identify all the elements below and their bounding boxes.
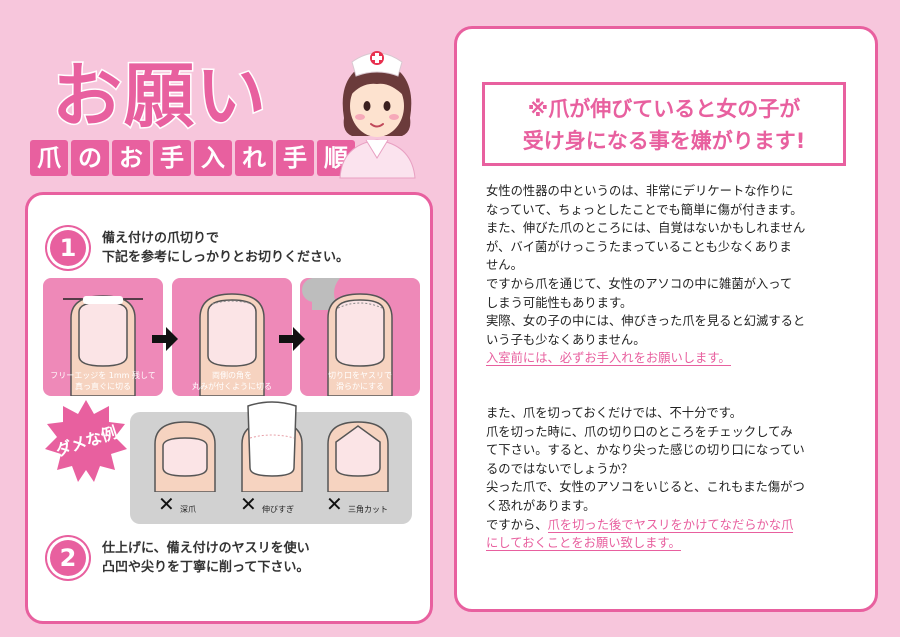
step-number-2: 2 [50,540,86,576]
body-line: いう子も少なくありません。 [486,332,646,347]
nurse-illustration [339,51,416,179]
bad-label-3: 三角カット [348,505,388,514]
step1-line1: 備え付けの爪切りで [102,231,220,246]
headline-line2: 受け身になる事を嫌がります! [522,129,806,153]
finger-bad-2 [241,401,303,492]
body-text: ですから、 [486,517,548,532]
highlight-text: にしておくことをお願い致します。 [486,536,681,552]
finger-illustration-3 [302,278,393,396]
subtitle-char: お [112,140,150,176]
good-caption-2: 両側の角を 丸みが付くように切る [172,370,292,392]
step-number-1: 1 [50,230,86,266]
paragraph-2: また、爪を切っておくだけでは、不十分です。 爪を切った時に、爪の切り口のところを… [486,404,856,553]
body-line: ですから爪を通じて、女性のアソコの中に雑菌が入って [486,276,793,291]
finger-bad-3 [327,421,389,492]
body-line: 爪を切った時に、爪の切り口のところをチェックしてみ [486,424,793,439]
body-line: また、伸びた爪のところには、自覚はないかもしれません [486,221,806,236]
subtitle-char: れ [235,140,273,176]
x-mark-icon: ✕ [158,492,175,516]
step2-line2: 凸凹や尖りを丁寧に削って下さい。 [102,560,310,575]
bad-label-1: 深爪 [180,505,196,514]
caption-line: 切り口をヤスリで [328,371,392,380]
caption-line: フリーエッジを 1mm 残して [50,371,156,380]
step1-line2: 下記を参考にしっかりとお切りください。 [102,250,350,265]
caption-line: 滑らかにする [335,382,385,391]
body-line: なっていて、ちょっとしたことでも簡単に傷が付きます。 [486,202,803,217]
step1-text: 備え付けの爪切りで 下記を参考にしっかりとお切りください。 [102,229,349,267]
body-line: 実際、女の子の中には、伸びきった爪を見ると幻滅すると [486,314,806,329]
body-line: せん。 [486,258,523,273]
subtitle-char: 手 [153,140,191,176]
finger-bad-1 [154,421,216,492]
body-line: 尖った爪で、女性のアソコをいじると、これもまた傷がつ [486,480,805,495]
subtitle-char: 爪 [30,140,68,176]
bad-label-2: 伸びすぎ [262,505,294,514]
caption-line: 両側の角を [212,371,252,380]
body-line: が、バイ菌がけっこうたまっていることも少なくありま [486,239,792,254]
subtitle-char: の [71,140,109,176]
paragraph-1: 女性の性器の中というのは、非常にデリケートな作りに なっていて、ちょっとしたこと… [486,182,856,368]
body-line: しまう可能性もあります。 [486,295,633,310]
highlight-text: 爪を切った後でヤスリをかけてなだらかな爪 [547,517,794,533]
step2-text: 仕上げに、備え付けのヤスリを使い 凸凹や尖りを丁寧に削って下さい。 [102,539,310,577]
arrow-right-icon [152,327,178,351]
instruction-panel [25,192,433,624]
body-line: 女性の性器の中というのは、非常にデリケートな作りに [486,184,794,198]
subtitle-char: 入 [194,140,232,176]
caption-line: 丸みが付くように切る [192,382,272,391]
step2-line1: 仕上げに、備え付けのヤスリを使い [102,541,310,556]
good-caption-3: 切り口をヤスリで 滑らかにする [300,370,420,392]
headline-line1: ※爪が伸びていると女の子が [527,97,801,121]
body-line: て下さい。すると、かなり尖った感じの切り口になってい [486,443,805,458]
finger-illustration-1 [63,295,143,396]
good-caption-1: フリーエッジを 1mm 残して 真っ直ぐに切る [43,370,163,392]
x-mark-icon: ✕ [326,492,343,516]
explanation-panel [454,26,878,612]
page-title: お願い [51,54,268,139]
body-line: く恐れがあります。 [486,498,596,513]
headline-box: ※爪が伸びていると女の子が 受け身になる事を嫌がります! [482,82,846,166]
finger-illustration-2 [199,293,265,396]
x-mark-icon: ✕ [240,492,257,516]
highlight-text: 入室前には、必ずお手入れをお願いします。 [486,351,731,367]
body-line: るのではないでしょうか？ [486,461,634,476]
bad-example-badge [45,400,127,482]
subtitle-banner: 爪 の お 手 入 れ 手 順 [30,140,355,176]
arrow-right-icon [279,327,305,351]
caption-line: 真っ直ぐに切る [75,382,131,391]
subtitle-char: 手 [276,140,314,176]
body-line: また、爪を切っておくだけでは、不十分です。 [486,406,743,420]
